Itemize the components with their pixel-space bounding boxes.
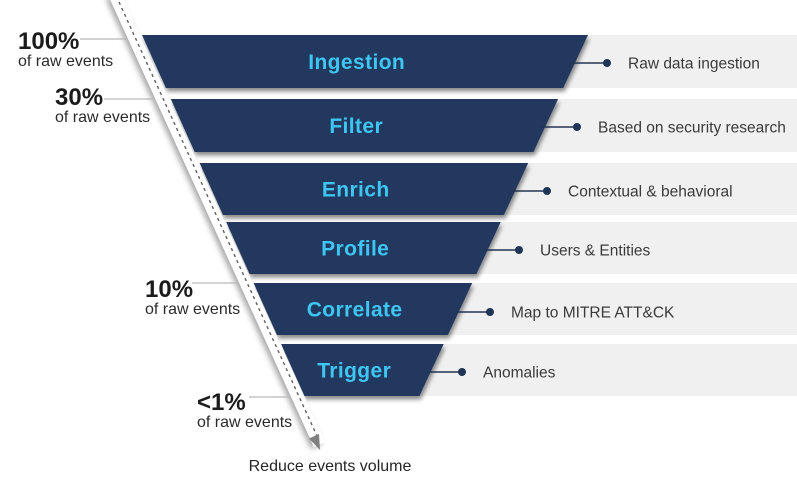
funnel-bar-correlate <box>253 283 473 335</box>
funnel-bar-enrich <box>199 163 529 215</box>
percent-value: 30% <box>55 84 103 111</box>
bullet-dot-icon <box>458 368 466 376</box>
stage-description: Contextual & behavioral <box>568 184 733 201</box>
funnel-stage-label: Filter <box>329 115 383 138</box>
bullet-dot-icon <box>486 308 494 316</box>
stage-description: Anomalies <box>483 365 556 382</box>
bullet-dot-icon <box>543 187 551 195</box>
percent-value: 10% <box>145 276 193 303</box>
stage-description: Raw data ingestion <box>628 56 760 73</box>
arrow-down-icon <box>309 434 320 450</box>
percent-sub: of raw events <box>145 301 240 318</box>
bullet-dot-icon <box>603 59 611 67</box>
percent-sub: of raw events <box>18 53 113 70</box>
funnel-bar-trigger <box>281 344 444 396</box>
funnel-bars <box>142 35 588 396</box>
funnel-stage-label: Enrich <box>322 179 390 202</box>
reduction-ribbon <box>110 0 325 447</box>
description-bands <box>165 35 797 396</box>
percent-markers: 100% of raw events 30% of raw events 10%… <box>18 28 292 431</box>
funnel-bar-filter <box>170 99 559 152</box>
stage-description: Users & Entities <box>540 243 651 260</box>
percent-value: <1% <box>197 389 246 416</box>
bullet-dot-icon <box>573 123 581 131</box>
funnel-stage-label: Profile <box>321 238 389 261</box>
funnel-bar-profile <box>226 222 501 274</box>
percent-value: 100% <box>18 28 79 55</box>
funnel-stage-label: Correlate <box>307 299 403 322</box>
stage-descriptions: Raw data ingestion Based on security res… <box>426 56 786 382</box>
funnel-stage-label: Trigger <box>317 360 391 383</box>
stage-labels: Ingestion Filter Enrich Profile Correlat… <box>307 51 405 383</box>
reduce-events-caption: Reduce events volume <box>249 458 412 475</box>
funnel-bar-ingestion <box>142 35 588 88</box>
stage-description: Map to MITRE ATT&CK <box>511 305 675 322</box>
stage-description: Based on security research <box>598 120 786 137</box>
bullet-dot-icon <box>515 246 523 254</box>
funnel-stage-label: Ingestion <box>308 51 405 74</box>
percent-sub: of raw events <box>197 414 292 431</box>
reduction-dashed-line <box>118 1 318 437</box>
percent-sub: of raw events <box>55 109 150 126</box>
